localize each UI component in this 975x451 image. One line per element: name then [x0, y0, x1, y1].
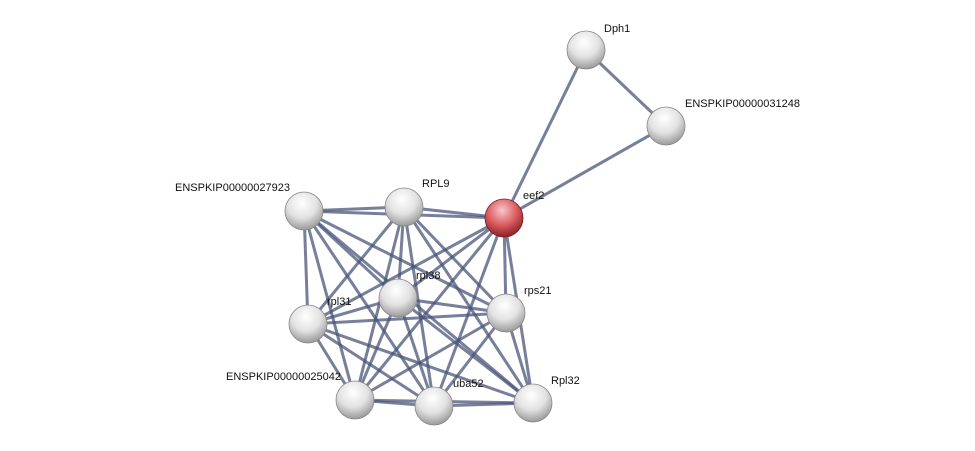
node-rpl38[interactable]: [378, 278, 418, 318]
node-Dph1[interactable]: [566, 30, 606, 70]
node-Rpl32[interactable]: [513, 383, 553, 423]
edge-rpl31-uba52[interactable]: [307, 322, 435, 408]
node-label-rpl31: rpl31: [327, 296, 351, 308]
node-label-Dph1: Dph1: [604, 23, 630, 35]
node-label-RPL9: RPL9: [422, 178, 450, 190]
node-ENSPKIP00000027923[interactable]: [284, 191, 324, 231]
edge-ENSPKIP00000027923-ENSPKIP00000025042[interactable]: [302, 210, 357, 401]
node-label-Rpl32: Rpl32: [551, 375, 580, 387]
edge-eef2-Dph1[interactable]: [502, 49, 588, 219]
node-uba52[interactable]: [414, 386, 454, 426]
node-eef2[interactable]: [484, 198, 524, 238]
node-label-eef2: eef2: [523, 190, 544, 202]
node-label-rpl38: rpl38: [416, 270, 440, 282]
edge-eef2-uba52[interactable]: [432, 217, 506, 407]
edge-eef2-ENSPKIP00000031248[interactable]: [503, 124, 667, 220]
node-RPL9[interactable]: [384, 187, 424, 227]
node-label-ENSPKIP00000031248: ENSPKIP00000031248: [685, 98, 800, 110]
edge-rpl31-rps21[interactable]: [307, 311, 507, 326]
node-label-ENSPKIP00000027923: ENSPKIP00000027923: [175, 182, 290, 194]
node-rpl31[interactable]: [288, 304, 328, 344]
edge-eef2-rpl31[interactable]: [307, 216, 505, 326]
nodes-layer: Dph1ENSPKIP00000031248eef2RPL9ENSPKIP000…: [175, 23, 800, 426]
edge-RPL9-rps21[interactable]: [402, 205, 508, 315]
edge-RPL9-uba52[interactable]: [402, 206, 436, 407]
node-label-rps21: rps21: [524, 285, 552, 297]
node-label-uba52: uba52: [453, 378, 484, 390]
node-rps21[interactable]: [486, 293, 526, 333]
node-ENSPKIP00000031248[interactable]: [646, 106, 686, 146]
edge-rps21-uba52[interactable]: [432, 312, 508, 407]
edge-rpl38-Rpl32[interactable]: [397, 296, 534, 405]
edge-rps21-ENSPKIP00000025042[interactable]: [354, 311, 507, 402]
node-label-ENSPKIP00000025042: ENSPKIP00000025042: [226, 371, 341, 383]
edge-RPL9-Rpl32[interactable]: [402, 206, 535, 404]
edge-ENSPKIP00000027923-rps21[interactable]: [303, 209, 507, 315]
edge-ENSPKIP00000027923-uba52[interactable]: [302, 210, 436, 407]
node-ENSPKIP00000025042[interactable]: [335, 380, 375, 420]
edge-RPL9-rpl31[interactable]: [306, 206, 406, 325]
edges-layer: [302, 48, 668, 408]
